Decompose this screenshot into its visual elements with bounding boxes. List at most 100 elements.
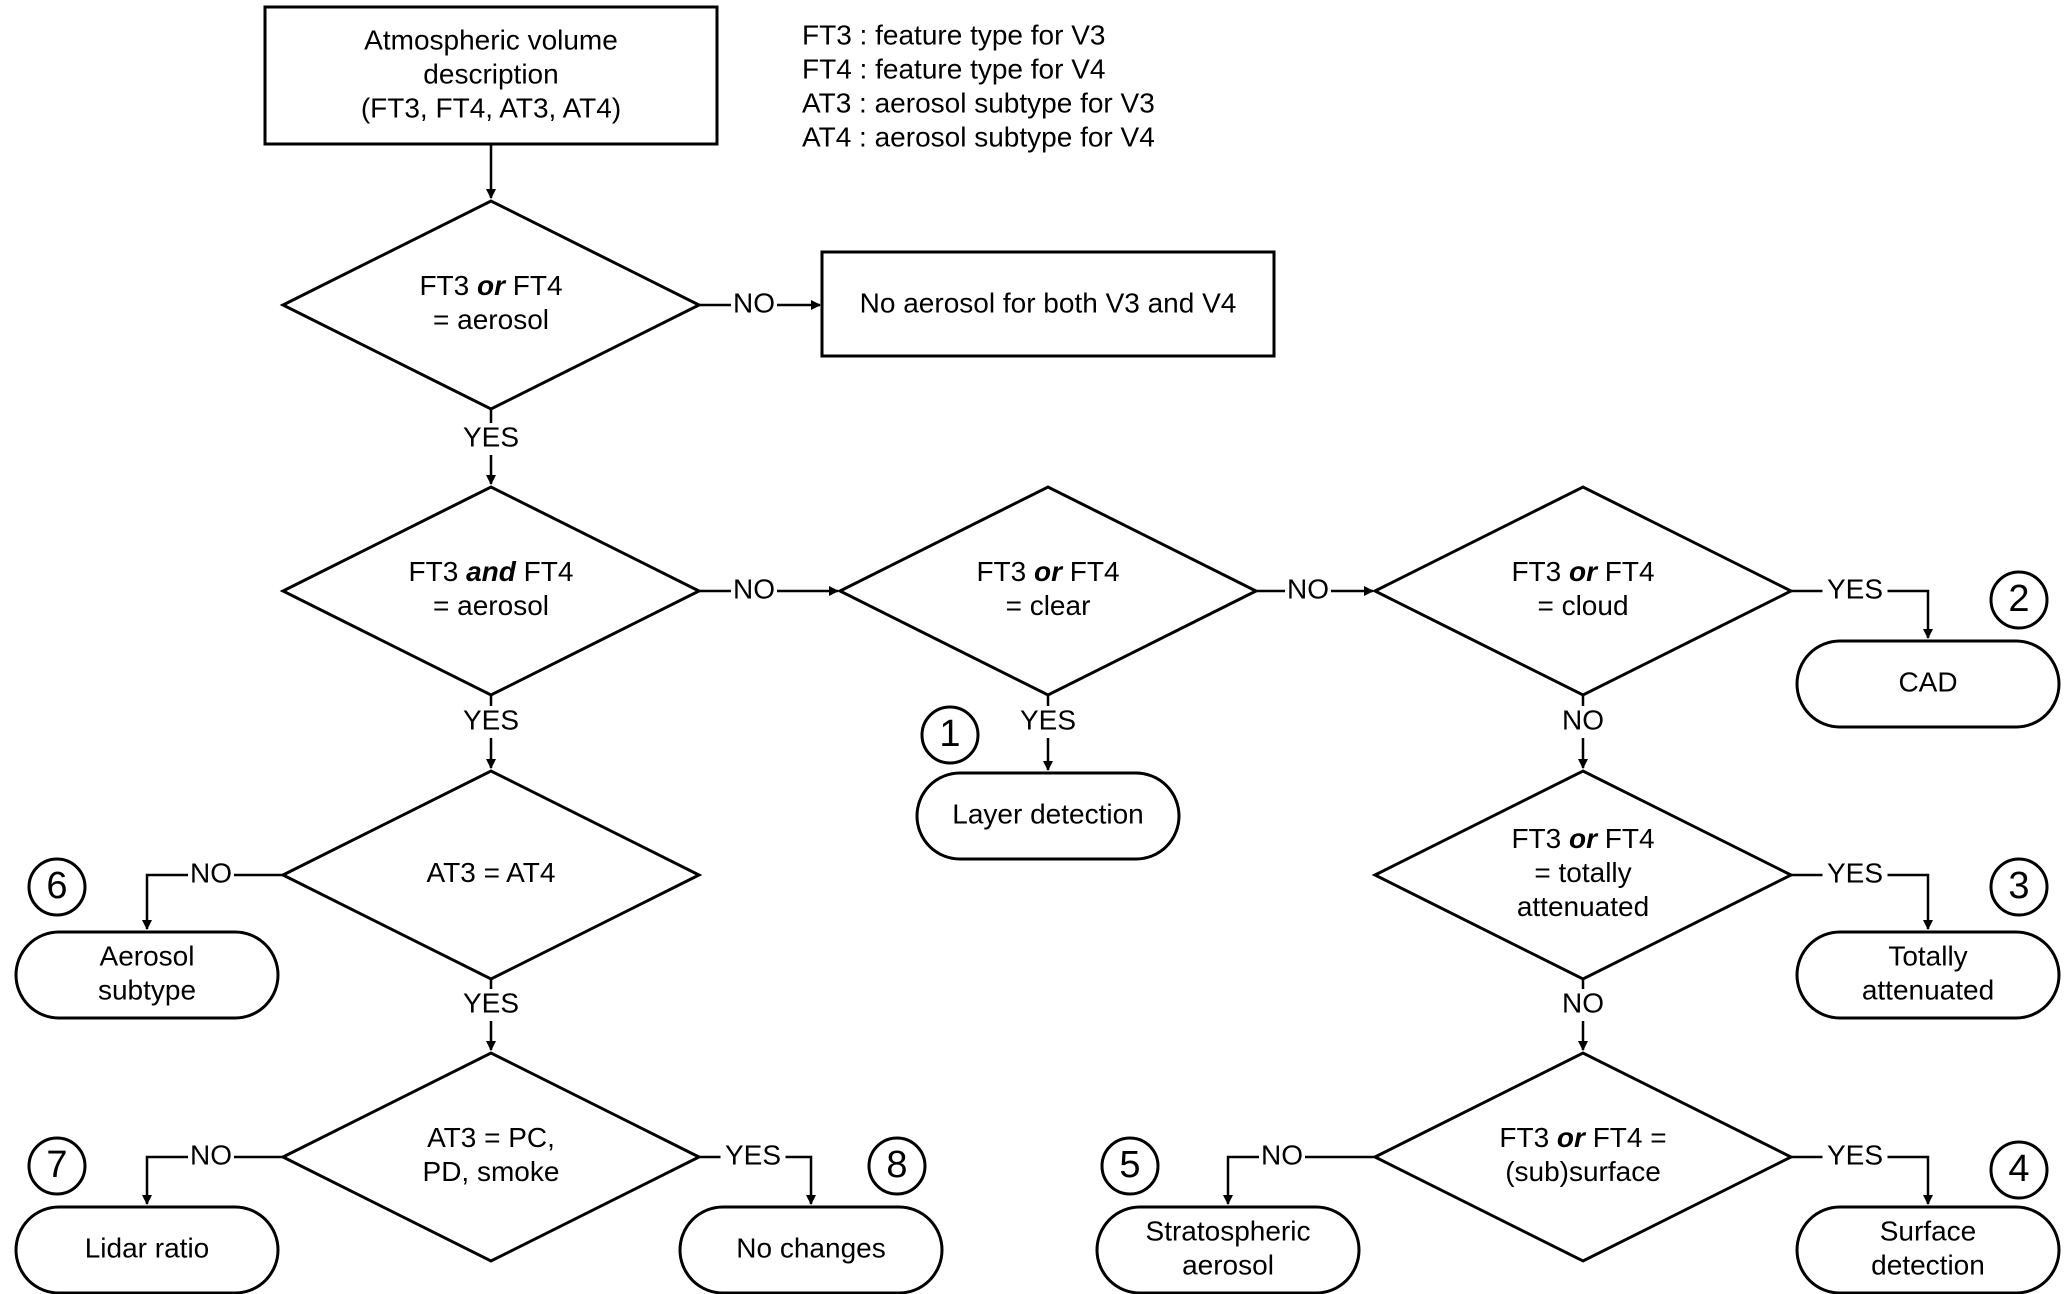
decision-d7	[279, 1051, 703, 1263]
decision-d2-line: = aerosol	[433, 590, 549, 621]
decision-d4-line: FT3 or FT4	[1511, 556, 1654, 587]
outcome-stratospheric-aerosol-label: aerosol	[1182, 1249, 1274, 1280]
outcome-stratospheric-aerosol	[1095, 1205, 1361, 1294]
decision-d3-line-part: = clear	[1006, 590, 1091, 621]
outcome-number: 5	[1119, 1144, 1140, 1186]
decision-d8-line: (sub)surface	[1505, 1156, 1661, 1187]
no-label: NO	[190, 1139, 232, 1170]
outcome-totally-attenuated-label: attenuated	[1862, 974, 1994, 1005]
label-gap	[1259, 1141, 1305, 1173]
connector	[142, 1155, 283, 1205]
decision-d1	[279, 199, 703, 411]
legend-line: AT3 : aerosol subtype for V3	[802, 87, 1155, 118]
yes-label: YES	[1827, 1139, 1883, 1170]
outcome-lidar-ratio	[14, 1205, 280, 1294]
decision-d6-line: = totally	[1534, 857, 1631, 888]
label-gap	[188, 1141, 234, 1173]
outcome-number: 4	[2008, 1148, 2029, 1190]
decision-d6-line: attenuated	[1517, 891, 1649, 922]
label-gap	[1285, 575, 1331, 607]
decision-d7-line: AT3 = PC,	[427, 1122, 555, 1153]
outcome-aerosol-subtype-label: Aerosol	[100, 940, 195, 971]
decision-d1-line: FT3 or FT4	[419, 270, 562, 301]
start-box-text: Atmospheric volume	[364, 24, 618, 55]
no-aerosol-box	[820, 250, 1276, 358]
no-label: NO	[1562, 987, 1604, 1018]
outcome-number-badge	[27, 1136, 87, 1196]
no-label: NO	[733, 573, 775, 604]
decision-d6-line-part: = totally	[1534, 857, 1631, 888]
label-gap	[1822, 1141, 1888, 1173]
yes-label: YES	[463, 704, 519, 735]
label-gap	[731, 289, 777, 321]
decision-d5-line: AT3 = AT4	[427, 857, 556, 888]
decision-d4-line-part: or	[1569, 556, 1599, 587]
label-gap	[188, 859, 234, 891]
decision-d2-line: FT3 and FT4	[409, 556, 574, 587]
decision-d8-line-part: (sub)surface	[1505, 1156, 1661, 1187]
label-gap	[1560, 706, 1606, 738]
decision-d4-line-part: FT3	[1511, 556, 1569, 587]
outcome-number: 3	[2008, 865, 2029, 907]
decision-d4-line-part: = cloud	[1537, 590, 1628, 621]
outcome-totally-attenuated	[1795, 930, 2061, 1020]
outcome-number-badge	[1989, 857, 2049, 917]
decision-d6-line-part: attenuated	[1517, 891, 1649, 922]
label-gap	[1822, 575, 1888, 607]
outcome-number: 6	[46, 865, 67, 907]
outcome-aerosol-subtype	[14, 930, 280, 1020]
decision-d1-line-part: or	[477, 270, 507, 301]
label-gap	[1560, 989, 1606, 1021]
label-gap	[731, 575, 777, 607]
decision-d4-line-part: FT4	[1597, 556, 1655, 587]
decision-d8-line-part: FT4 =	[1585, 1122, 1667, 1153]
outcome-totally-attenuated-label: Totally	[1888, 940, 1967, 971]
outcome-surface-detection-label: Surface	[1880, 1215, 1977, 1246]
decision-d6-line-part: FT3	[1511, 823, 1569, 854]
decision-d3-line: FT3 or FT4	[976, 556, 1119, 587]
legend-line: FT3 : feature type for V3	[802, 19, 1105, 50]
decision-d8-line-part: FT3	[1499, 1122, 1557, 1153]
no-label: NO	[1562, 704, 1604, 735]
yes-label: YES	[1020, 704, 1076, 735]
decision-d3-line-part: FT3	[976, 556, 1034, 587]
label-gap	[1822, 859, 1888, 891]
no-label: NO	[190, 857, 232, 888]
decision-d3-line: = clear	[1006, 590, 1091, 621]
legend-line: FT4 : feature type for V4	[802, 53, 1105, 84]
decision-d8-line: FT3 or FT4 =	[1499, 1122, 1666, 1153]
outcome-number-badge	[920, 705, 980, 765]
decision-d2-line-part: and	[466, 556, 517, 587]
outcome-number-badge	[867, 1136, 927, 1196]
start-box-text: (FT3, FT4, AT3, AT4)	[361, 92, 621, 123]
decision-d2	[279, 485, 703, 697]
outcome-number-badge	[1989, 570, 2049, 630]
decision-d6-line-part: FT4	[1597, 823, 1655, 854]
outcome-number: 2	[2008, 578, 2029, 620]
outcome-number: 7	[46, 1144, 67, 1186]
no-label: NO	[1287, 573, 1329, 604]
decision-d5-line-part: AT3 = AT4	[427, 857, 556, 888]
label-gap	[458, 423, 524, 455]
label-gap	[720, 1141, 786, 1173]
outcome-number-badge	[1989, 1140, 2049, 1200]
legend-line: AT4 : aerosol subtype for V4	[802, 121, 1155, 152]
no-label: NO	[1261, 1139, 1303, 1170]
decision-d2-line-part: = aerosol	[433, 590, 549, 621]
decision-d6-line-part: or	[1569, 823, 1599, 854]
outcome-number-badge	[27, 857, 87, 917]
decision-d1-line-part: FT3	[419, 270, 477, 301]
no-label: NO	[733, 287, 775, 318]
yes-label: YES	[463, 987, 519, 1018]
outcome-aerosol-subtype-label: subtype	[98, 974, 196, 1005]
yes-label: YES	[463, 421, 519, 452]
outcome-layer-detection-label: Layer detection	[952, 798, 1143, 829]
no-aerosol-text: No aerosol for both V3 and V4	[860, 287, 1237, 318]
decision-d1-line-part: FT4	[505, 270, 563, 301]
decision-d8-line-part: or	[1557, 1122, 1587, 1153]
connector	[142, 873, 283, 930]
start-box-text: description	[423, 58, 558, 89]
decision-d4-line: = cloud	[1537, 590, 1628, 621]
outcome-surface-detection	[1795, 1205, 2061, 1294]
start-box	[263, 5, 719, 146]
